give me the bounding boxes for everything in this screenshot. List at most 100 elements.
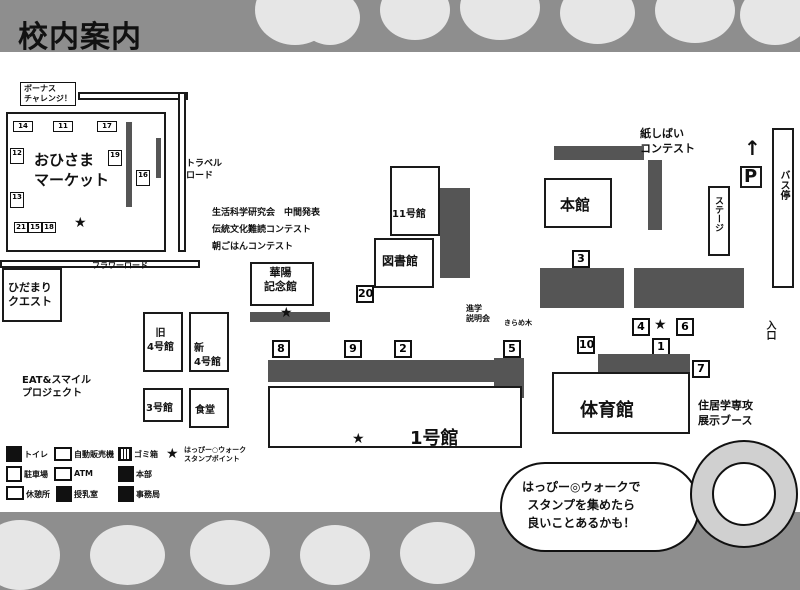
new-building-4[interactable]	[189, 312, 229, 372]
stamp-star-icon[interactable]: ★	[74, 215, 87, 231]
bus-stop-label: バス停	[778, 170, 789, 200]
building-block	[156, 138, 161, 178]
flower-road-label: フラワーロード	[92, 261, 148, 270]
stage[interactable]	[708, 186, 730, 256]
old-building-4[interactable]	[143, 312, 183, 372]
toilet-icon	[6, 446, 22, 462]
building-11-label: 11号館	[392, 209, 426, 220]
parking-icon	[6, 466, 22, 482]
legend-office: 事務局	[136, 490, 160, 499]
eat-smile-label: EAT&スマイル プロジェクト	[22, 375, 92, 399]
vending-machine-icon	[54, 447, 72, 461]
office-icon	[118, 486, 134, 502]
building-block	[268, 360, 496, 382]
spot-number: 9	[344, 340, 362, 358]
stamp-star-icon[interactable]: ★	[654, 317, 667, 333]
page-title: 校内案内	[18, 20, 142, 55]
legend-hq: 本部	[136, 470, 152, 479]
spot-number: 4	[632, 318, 650, 336]
legend-stamp: はっぴー○ウォーク スタンプポイント	[184, 446, 247, 463]
bonus-challenge-label[interactable]: ボーナス チャレンジ！	[20, 82, 76, 106]
new-building-4-label: 新 4号館	[194, 343, 221, 368]
hq-icon	[118, 466, 134, 482]
building-block	[440, 188, 470, 278]
housing-exhibit-label: 住居学専攻 展示ブース	[698, 399, 753, 427]
spot-number: 2	[394, 340, 412, 358]
hidamari-label: ひだまり クエスト	[8, 281, 52, 308]
stall: 15	[28, 222, 42, 233]
library[interactable]	[374, 238, 434, 288]
legend-parking: 駐車場	[24, 470, 48, 479]
gymnasium[interactable]	[552, 372, 690, 434]
character-face	[712, 462, 776, 526]
up-arrow-icon: ↑	[744, 136, 761, 160]
event-label: 生活科学研究会 中間発表	[212, 208, 321, 218]
cafeteria-label: 食堂	[195, 405, 215, 416]
cafeteria[interactable]	[189, 388, 229, 428]
spot-number: 6	[676, 318, 694, 336]
stall: 18	[42, 222, 56, 233]
flower-road	[0, 260, 200, 268]
gymnasium-label: 体育館	[580, 400, 634, 421]
atm-icon	[54, 467, 72, 481]
building-1[interactable]	[268, 386, 522, 448]
spot-number: 5	[503, 340, 521, 358]
path	[78, 92, 188, 100]
glitter-tree-label: きらめ木	[504, 319, 532, 327]
rest-area-icon	[6, 486, 24, 500]
building-1-label: 1号館	[410, 428, 459, 449]
kayo-hall[interactable]	[250, 262, 314, 306]
stall: 14	[13, 121, 33, 132]
speech-bubble-text: はっぴー◎ウォークで スタンプを集めたら 良いことあるかも！	[522, 480, 641, 530]
stall: 11	[53, 121, 73, 132]
building-block	[598, 354, 690, 372]
travel-road-label: トラベル ロード	[186, 159, 223, 181]
hidamari-area[interactable]	[2, 268, 62, 322]
kayo-label: 華陽 記念館	[264, 266, 297, 293]
spot-number: 3	[572, 250, 590, 268]
main-building[interactable]	[544, 178, 612, 228]
stamp-star-icon: ★	[166, 446, 179, 462]
stall: 21	[14, 222, 28, 233]
main-building-label: 本館	[560, 196, 591, 214]
building-block	[126, 122, 132, 207]
legend-nursing: 授乳室	[74, 490, 98, 499]
entrance-label: 入口	[764, 320, 775, 340]
building-block	[554, 146, 644, 160]
parking-label: P	[744, 166, 758, 187]
spot-number: 8	[272, 340, 290, 358]
stamp-star-icon[interactable]: ★	[280, 305, 293, 321]
event-label: 伝統文化難読コンテスト	[212, 225, 312, 235]
market-label: おひさま マーケット	[34, 151, 110, 189]
library-label: 図書館	[382, 254, 419, 268]
legend-rest: 休憩所	[26, 490, 50, 499]
building-block	[540, 268, 624, 308]
parking-sign	[740, 166, 762, 188]
path	[178, 92, 186, 252]
spot-number: 1	[652, 338, 670, 356]
stall: 19	[108, 150, 122, 166]
building-11[interactable]	[390, 166, 440, 236]
building-3[interactable]	[143, 388, 183, 422]
legend-trash: ゴミ箱	[134, 450, 158, 459]
speech-bubble	[500, 462, 700, 552]
paper-show-label: 紙しばい コンテスト	[640, 127, 695, 155]
building-3-label: 3号館	[146, 403, 173, 414]
stall: 13	[10, 192, 24, 208]
stamp-star-icon[interactable]: ★	[352, 431, 365, 447]
nursing-room-icon	[56, 486, 72, 502]
stall: 17	[97, 121, 117, 132]
stall: 16	[136, 170, 150, 186]
legend-toilet: トイレ	[24, 450, 48, 459]
legend-vending: 自動販売機	[74, 450, 114, 459]
spot-number: 7	[692, 360, 710, 378]
stage-label: ステージ	[713, 196, 723, 232]
legend-atm: ATM	[74, 469, 93, 478]
stall: 12	[10, 148, 24, 164]
building-block	[634, 268, 744, 308]
building-block	[250, 312, 330, 322]
old-building-4-label: 旧 4号館	[147, 328, 174, 353]
bus-stop[interactable]	[772, 128, 794, 288]
event-label: 朝ごはんコンテスト	[212, 242, 294, 252]
spot-number: 10	[577, 336, 595, 354]
